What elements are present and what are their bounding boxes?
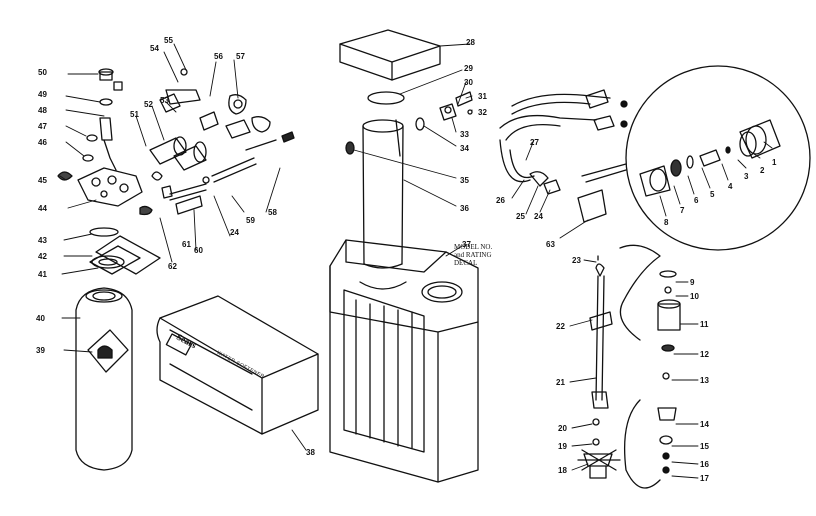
callout-11: 11 <box>700 320 709 329</box>
leader-lines <box>59 43 773 479</box>
callout-27: 27 <box>530 138 539 147</box>
callout-56: 56 <box>214 52 223 61</box>
callout-61: 61 <box>182 240 191 249</box>
callout-48: 48 <box>38 106 47 115</box>
callout-49: 49 <box>38 90 47 99</box>
callout-35: 35 <box>460 176 469 185</box>
brine-cabinet-drawing <box>329 239 479 483</box>
valve-small-parts-drawing <box>82 68 123 171</box>
control-valve-drawing <box>57 167 161 275</box>
callout-59: 59 <box>246 216 255 225</box>
callout-14: 14 <box>700 420 709 429</box>
callout-60: 60 <box>194 246 203 255</box>
callout-47: 47 <box>38 122 47 131</box>
callout-24-left: 24 <box>230 228 239 237</box>
bypass-parts-drawing <box>139 68 295 216</box>
brine-line-tubing-drawing <box>499 89 628 223</box>
callout-45: 45 <box>38 176 47 185</box>
callout-40: 40 <box>36 314 45 323</box>
callout-31: 31 <box>478 92 487 101</box>
callout-37: 37 <box>462 240 471 249</box>
callout-25: 25 <box>516 212 525 221</box>
callout-51: 51 <box>130 110 139 119</box>
decal-line-1: MODEL NO. <box>454 243 493 251</box>
callout-10: 10 <box>690 292 699 301</box>
callout-57: 57 <box>236 52 245 61</box>
decal-line-3: DECAL <box>454 259 478 267</box>
callout-39: 39 <box>36 346 45 355</box>
callout-34: 34 <box>460 144 469 153</box>
callout-3: 3 <box>744 172 749 181</box>
model-rating-decal-label: MODEL NO. and RATING DECAL <box>454 243 492 267</box>
decal-line-2: and RATING <box>454 251 492 259</box>
callout-44: 44 <box>38 204 47 213</box>
callout-24: 24 <box>534 212 543 221</box>
callout-22: 22 <box>556 322 565 331</box>
callout-54: 54 <box>150 44 159 53</box>
callout-38: 38 <box>306 448 315 457</box>
detail-circle-drawing <box>625 65 811 251</box>
callout-50: 50 <box>38 68 47 77</box>
callout-16: 16 <box>700 460 709 469</box>
callout-18: 18 <box>558 466 567 475</box>
callout-32: 32 <box>478 108 487 117</box>
valve-cover-drawing <box>156 295 319 435</box>
callout-33: 33 <box>460 130 469 139</box>
callout-19: 19 <box>558 442 567 451</box>
callout-62: 62 <box>168 262 177 271</box>
brine-valve-assembly-drawing <box>577 244 681 489</box>
callout-29: 29 <box>464 64 473 73</box>
callout-46: 46 <box>38 138 47 147</box>
callout-41: 41 <box>38 270 47 279</box>
callout-12: 12 <box>700 350 709 359</box>
callout-8: 8 <box>664 218 669 227</box>
cabinet-lid-drawing <box>339 29 441 81</box>
brine-well-parts-drawing <box>345 91 473 155</box>
callout-53: 53 <box>160 96 169 105</box>
callout-21: 21 <box>556 378 565 387</box>
callout-1: 1 <box>772 158 777 167</box>
callout-52: 52 <box>144 100 153 109</box>
callout-6: 6 <box>694 196 699 205</box>
callout-13: 13 <box>700 376 709 385</box>
callout-7: 7 <box>680 206 685 215</box>
callout-2: 2 <box>760 166 765 175</box>
resin-tank-drawing <box>75 287 133 471</box>
callout-58: 58 <box>268 208 277 217</box>
callout-28: 28 <box>466 38 475 47</box>
callout-20: 20 <box>558 424 567 433</box>
callout-55: 55 <box>164 36 173 45</box>
callout-15: 15 <box>700 442 709 451</box>
callout-30: 30 <box>464 78 473 87</box>
callout-23: 23 <box>572 256 581 265</box>
callout-26: 26 <box>496 196 505 205</box>
callout-9: 9 <box>690 278 695 287</box>
callout-4: 4 <box>728 182 733 191</box>
callout-17: 17 <box>700 474 709 483</box>
callout-63: 63 <box>546 240 555 249</box>
callout-43: 43 <box>38 236 47 245</box>
callout-36: 36 <box>460 204 469 213</box>
callout-5: 5 <box>710 190 715 199</box>
callout-42: 42 <box>38 252 47 261</box>
